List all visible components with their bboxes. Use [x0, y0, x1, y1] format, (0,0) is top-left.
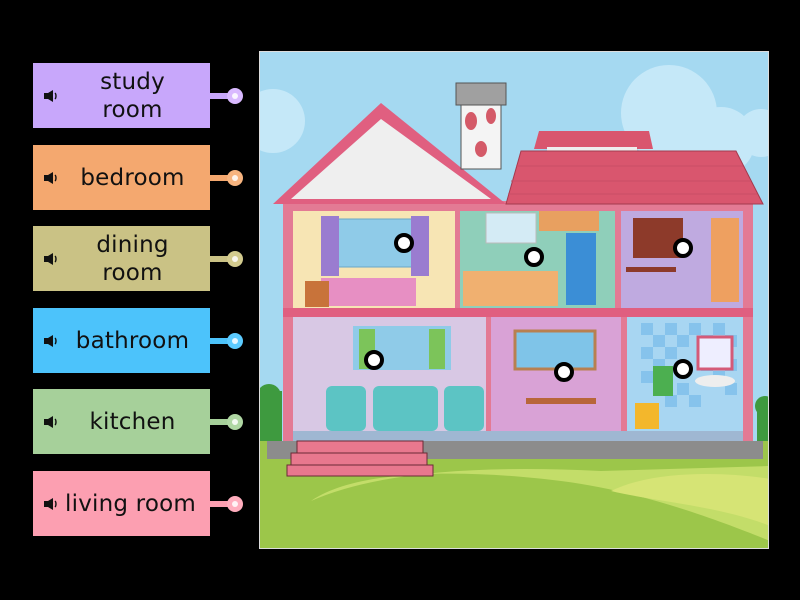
connector-line	[210, 93, 230, 99]
connector-dot-kitchen[interactable]	[227, 414, 243, 430]
connector-line	[210, 175, 230, 181]
label-text: bathroom	[75, 327, 190, 354]
label-living-room[interactable]: living room	[33, 471, 210, 536]
connector-line	[210, 419, 230, 425]
connector-line	[210, 501, 230, 507]
connector-dot-bedroom[interactable]	[227, 170, 243, 186]
drop-target-study-area[interactable]	[673, 238, 693, 258]
label-bathroom[interactable]: bathroom	[33, 308, 210, 373]
drop-target-kitchen-area[interactable]	[524, 247, 544, 267]
connector-dot-dining-room[interactable]	[227, 251, 243, 267]
speaker-icon[interactable]	[43, 89, 59, 103]
speaker-icon[interactable]	[43, 415, 59, 429]
connector-dot-bathroom[interactable]	[227, 333, 243, 349]
label-text: living room	[65, 490, 196, 517]
drop-target-bedroom-area[interactable]	[394, 233, 414, 253]
label-bedroom[interactable]: bedroom	[33, 145, 210, 210]
connector-line	[210, 256, 230, 262]
speaker-icon[interactable]	[43, 171, 59, 185]
connector-dot-living-room[interactable]	[227, 496, 243, 512]
label-text: bedroom	[80, 164, 185, 191]
speaker-icon[interactable]	[43, 334, 59, 348]
drop-target-living-area[interactable]	[364, 350, 384, 370]
connector-line	[210, 338, 230, 344]
drop-target-bathroom-area[interactable]	[673, 359, 693, 379]
connector-dot-study-room[interactable]	[227, 88, 243, 104]
speaker-icon[interactable]	[43, 497, 59, 511]
label-text: kitchen	[89, 408, 176, 435]
drop-target-dining-area[interactable]	[554, 362, 574, 382]
label-kitchen[interactable]: kitchen	[33, 389, 210, 454]
house-drawing	[260, 65, 768, 548]
house-illustration	[259, 51, 769, 549]
speaker-icon[interactable]	[43, 252, 59, 266]
